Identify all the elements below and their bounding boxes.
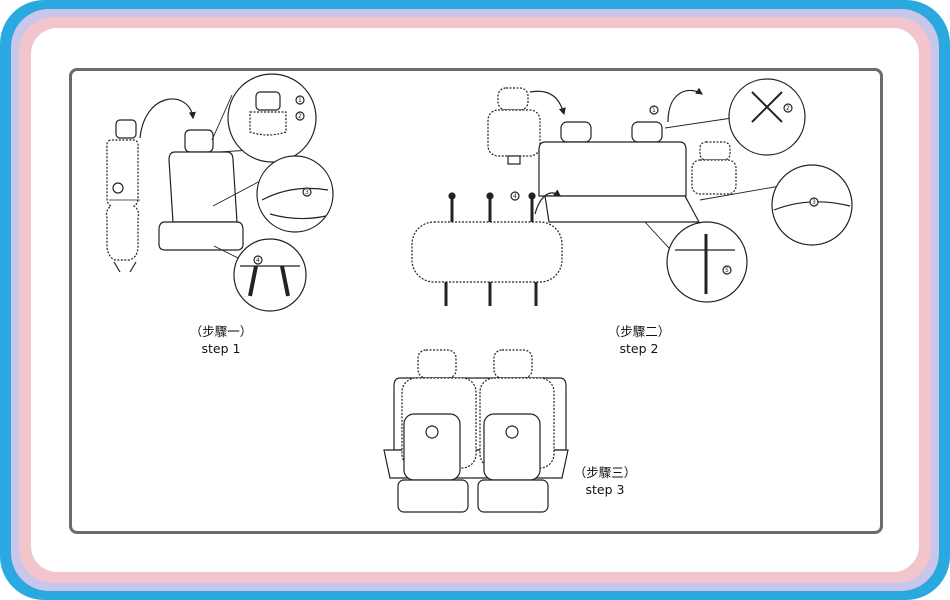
small-headrest-cover	[691, 141, 737, 195]
svg-text:3: 3	[305, 189, 309, 196]
detail-buckle-circle: 5	[644, 221, 748, 303]
car-seat-step1	[158, 129, 244, 251]
detail-seat-gap-circle: 3	[212, 155, 334, 233]
step2-drawing: 1 2 3 5	[411, 78, 853, 306]
svg-text:5: 5	[725, 267, 729, 274]
headrest-cover	[487, 87, 541, 165]
bottom-cushion-cover: 4	[411, 191, 563, 306]
step-1-title: （步驟一）	[189, 324, 253, 339]
svg-text:2: 2	[298, 113, 302, 120]
detail-headrest-circle: 1 2	[211, 73, 317, 163]
step-1-caption: （步驟一） step 1	[176, 323, 266, 357]
step-1-label: step 1	[201, 341, 241, 356]
fluffy-seat-cover	[105, 119, 140, 273]
svg-text:2: 2	[786, 105, 790, 112]
curved-arrow-3	[667, 87, 703, 123]
step-2-caption: （步驟二） step 2	[594, 323, 684, 357]
svg-text:1: 1	[652, 107, 656, 114]
step-3-title: （步驟三）	[573, 465, 637, 480]
step-2-title: （步驟二）	[607, 324, 671, 339]
detail-seat-tuck-circle: 3	[699, 164, 853, 246]
svg-text:3: 3	[812, 199, 816, 206]
step-2-label: step 2	[619, 341, 659, 356]
step3-drawing	[383, 349, 569, 513]
curved-arrow-2	[529, 90, 566, 116]
detail-strap-circle: 4	[213, 238, 307, 312]
curved-arrow-1	[139, 98, 196, 139]
svg-text:4: 4	[256, 257, 260, 264]
rear-bench-seat	[538, 121, 701, 223]
svg-text:1: 1	[298, 97, 302, 104]
curved-arrow-4	[534, 189, 561, 215]
step-3-caption: （步驟三） step 3	[560, 464, 650, 498]
detail-harness-circle: 2	[664, 78, 806, 156]
svg-text:4: 4	[513, 193, 517, 200]
step-3-label: step 3	[585, 482, 625, 497]
step1-drawing: 1 2 3 4	[105, 73, 334, 312]
